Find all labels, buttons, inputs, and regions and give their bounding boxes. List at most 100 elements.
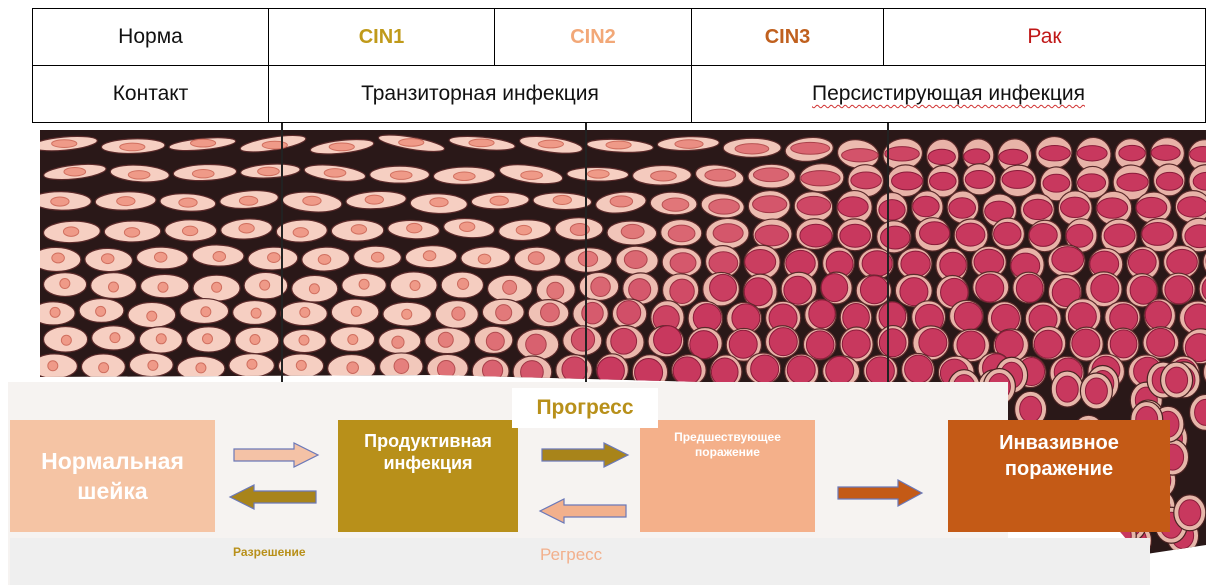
nucleus [901,251,930,276]
nucleus [668,225,695,242]
nucleus [303,196,321,205]
nucleus [1165,276,1193,304]
tumor-nucleus [1020,396,1042,422]
nucleus [1066,224,1093,247]
nucleus [158,282,168,292]
resolution-label: Разрешение [233,545,306,559]
stage-cin1-label: CIN1 [359,26,405,48]
nucleus [791,142,830,154]
nucleus [371,252,384,262]
nucleus [128,171,150,179]
nucleus [196,363,206,373]
nucleus [690,331,718,359]
nucleus [410,281,420,291]
stage-cancer: Рак [884,9,1206,66]
nucleus [769,328,797,356]
nucleus [606,141,631,149]
nucleus [1119,145,1145,160]
nucleus [1128,249,1156,274]
productive-infection-label: Продуктивная инфекция [348,430,508,474]
nucleus [662,198,689,211]
nucleus [905,355,933,383]
nucleus [1016,274,1043,302]
infection-row: Контакт Транзиторная инфекция Персистиру… [33,66,1206,123]
nucleus [117,197,135,206]
nucleus [806,331,834,359]
nucleus [101,254,114,264]
stage-normal-label: Норма [118,25,183,48]
nucleus [965,170,993,188]
nucleus [784,276,812,304]
nucleus [64,168,86,176]
nucleus [52,140,77,148]
stage-row: Норма CIN1 CIN2 CIN3 Рак [33,9,1206,66]
nucleus [597,357,624,385]
nucleus [50,307,60,317]
nucleus [1052,247,1084,272]
precursor-lesion-box: Предшествующее поражение [640,420,815,532]
nucleus [713,224,743,243]
nucleus [202,334,212,344]
nucleus [913,196,940,216]
nucleus [1178,197,1206,217]
nucleus [629,279,651,301]
nucleus [611,328,637,354]
stage-cancer-label: Рак [1027,25,1061,48]
stage-cin2-label: CIN2 [570,26,616,48]
nucleus [840,224,871,247]
nucleus [1147,328,1175,356]
nucleus [860,276,888,304]
nucleus [351,225,366,235]
nucleus [624,251,647,269]
nucleus [247,359,257,369]
nucleus [1077,146,1107,161]
nucleus [390,171,412,179]
infection-contact: Контакт [33,66,269,123]
nucleus [60,279,70,289]
nucleus [190,139,215,147]
nucleus [490,196,508,205]
nucleus [670,279,694,303]
nucleus [957,331,985,359]
nucleus [1023,199,1052,219]
contact-label: Контакт [113,82,189,105]
nucleus [521,361,544,384]
tumor-nucleus [1179,500,1201,526]
divider-persistent [887,123,889,399]
invasive-lesion-box: Инвазивное поражение [948,420,1170,532]
nucleus [296,360,306,370]
stage-cin3-label: CIN3 [765,26,811,48]
nucleus [503,280,517,294]
nucleus [1136,197,1167,217]
stage-cin1: CIN1 [269,9,495,66]
nucleus [591,277,610,296]
nucleus [570,223,589,235]
tumor-nucleus [1056,376,1078,402]
nucleus [402,309,412,319]
normal-cervix-box: Нормальная шейка [10,420,215,532]
nucleus [709,252,738,275]
nucleus [940,252,967,277]
nucleus [299,335,309,345]
transient-label: Транзиторная инфекция [361,82,599,105]
nucleus [399,139,424,147]
nucleus [821,274,847,302]
nucleus [212,282,222,292]
nucleus [351,306,361,316]
nucleus [954,302,982,330]
nucleus [670,253,696,273]
nucleus [675,140,703,149]
nucleus [453,172,475,180]
nucleus [147,311,157,321]
nucleus [1142,222,1173,245]
nucleus [621,224,644,238]
arrow-forward-productive [540,441,632,469]
divider-transient [585,123,587,385]
nucleus [156,334,166,344]
nucleus [974,249,1004,274]
nucleus [928,149,955,164]
nucleus [1039,146,1070,161]
nucleus [578,251,597,266]
nucleus [1117,173,1148,191]
nucleus [392,336,404,348]
